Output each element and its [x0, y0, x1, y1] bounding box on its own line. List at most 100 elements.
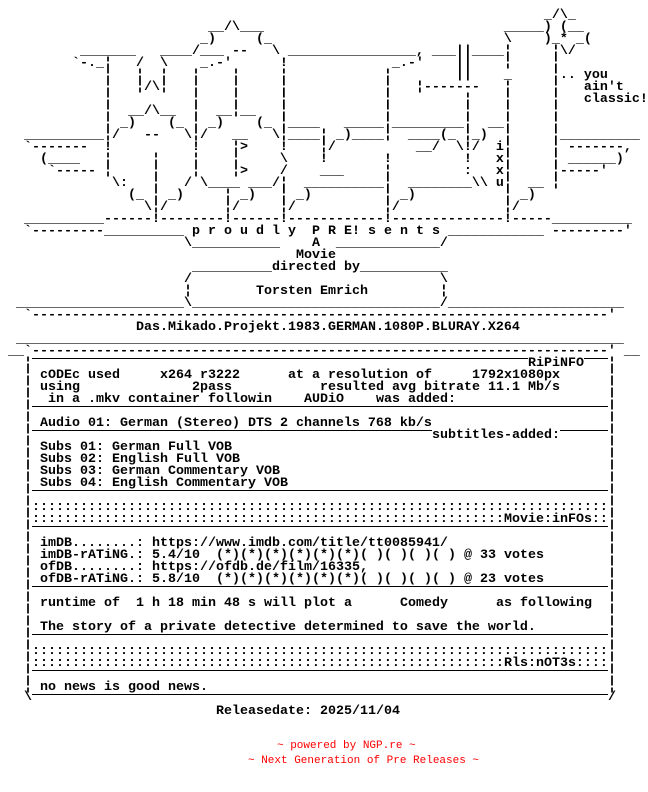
logo-art-line: _______ ____/___ -- \ ________________, …	[0, 44, 648, 59]
logo-art-line: _/\_	[0, 9, 648, 22]
imdb-row: imDB........: https://www.imdb.com/title…	[0, 536, 648, 551]
subtitle-label: Subs	[40, 476, 72, 491]
genre: Comedy	[400, 596, 448, 611]
ofdb-votes: @ 23 votes	[464, 572, 544, 587]
info-top-art: ________________________________________…	[0, 332, 624, 347]
bitrate-label: resulted avg bitrate	[320, 380, 480, 395]
corner-right: /	[608, 690, 616, 705]
divider	[32, 634, 608, 635]
added-text: was added:	[376, 392, 456, 407]
corner-left: \	[24, 690, 32, 705]
logo-art-line: `----- ¦ ¦ ¦ ¦> / ___ ¦ : x¦ ¦-----'	[0, 164, 648, 179]
a-frame-art: \___________ _____________/	[0, 236, 448, 251]
separator	[0, 670, 648, 682]
divider	[32, 670, 608, 671]
logo-art-text: (____ ¦ ¦ ¦ ¦ \ ! ! ! x¦ ¦ ______)	[0, 152, 624, 167]
audio-row: Audio 01: German (Stereo) DTS 2 channels…	[0, 416, 648, 431]
logo-art-text: ¦ ¦ ¦ ¦ ¦ ¦ ¦ || _ ¦.. you	[0, 68, 608, 83]
release-date-label: Releasedate:	[216, 704, 312, 719]
release-name: Das.Mikado.Projekt.1983.GERMAN.1080P.BLU…	[136, 320, 520, 335]
resolution-label: at a resolution of	[288, 368, 432, 383]
logo-art-line: __________------!--------!------!-------…	[0, 212, 648, 227]
logo-art-line: (_ ¦ _) ¦ _) ¦ _) ¦ _) ¦ _)	[0, 188, 648, 203]
directed-by-text: directed by	[272, 260, 360, 275]
info-cap-art: __`-------------------------------------…	[0, 344, 640, 359]
logo-art-text: __________------!--------!------!-------…	[0, 212, 632, 227]
ofdb-link[interactable]: https://ofdb.de/film/16335,	[152, 560, 368, 575]
notes-title: Rls:nOT3s	[504, 656, 576, 671]
logo-art-line: ¦ _) (_ ¦ _) (_ ¦____ _____¦_________¦ _…	[0, 116, 648, 131]
presents-row: `---------__________ ____________ ------…	[0, 224, 648, 239]
ofdb-label: ofDB........:	[40, 560, 144, 575]
directed-row: __________ ___________ directed by	[0, 260, 648, 275]
codec-label: cODEc used	[40, 368, 120, 383]
director-box-bottom: _____________________\__________________…	[0, 296, 648, 311]
divider	[32, 406, 608, 407]
imdb-link[interactable]: https://www.imdb.com/title/tt0085941/	[152, 536, 448, 551]
plot-text: The story of a private detective determi…	[40, 620, 536, 635]
movie-info-header: Movie:inFOs	[0, 513, 648, 526]
subtitle-item: Subs 02: English Full VOB	[0, 452, 648, 467]
logo-art-text: `----- ¦ ¦ ¦ ¦> / ___ ¦ : x¦ ¦-----'	[0, 164, 608, 179]
audio-word: AUDiO	[304, 392, 344, 407]
subtitle-label: Subs	[40, 464, 72, 479]
container-text: in a .mkv container followin	[48, 392, 272, 407]
logo-art-text: \¦/ ¦/ ¦/ ¦/ ¦/	[0, 200, 520, 215]
ofdb-rating-row: ofDB-rATiNG.: 5.8/10 (*)(*)(*)(*)(*)(*)(…	[0, 572, 648, 587]
colon-row	[0, 502, 648, 514]
bitrate-row: using 2pass resulted avg bitrate 11.1 Mb…	[0, 380, 648, 395]
logo-art-line: \¦/ ¦/ ¦/ ¦/ ¦/	[0, 200, 648, 215]
divider	[32, 694, 608, 695]
header-close-art: `---------------------------------------…	[0, 308, 616, 323]
logo-art-text: ¦ _) (_ ¦ _) (_ ¦____ _____¦_________¦ _…	[0, 116, 560, 131]
director-box-bottom-art: _____________________\__________________…	[0, 296, 624, 311]
subtitles-title: subtitles-added:	[432, 428, 560, 443]
ofdb-row: ofDB........: https://ofdb.de/film/16335…	[0, 560, 648, 575]
logo-art-line: __________¦/ -- \¦/ __ \¦____¦ _)____¦ _…	[0, 129, 648, 142]
group-logo-ascii-art: _/\_ __/\___ _____) (__ _) (_ \ )_* _( _…	[0, 9, 648, 227]
pass-value: 2pass	[192, 380, 232, 395]
separator	[0, 586, 648, 598]
notes-header: Rls:nOT3s	[0, 656, 648, 671]
imdb-rating-label: imDB-rATiNG.:	[40, 548, 144, 563]
subtitle-value: 01: German Full VOB	[80, 440, 232, 455]
logo-art-text: _) (_ \ )_* _(	[0, 32, 592, 47]
codec-value: x264 r3222	[160, 368, 240, 383]
a-row: \___________ _____________/ A	[0, 236, 648, 251]
divider	[32, 586, 608, 587]
release-date-row: Releasedate: 2025/11/04	[0, 704, 648, 719]
logo-art-text: __/\___ _____) (__	[0, 20, 584, 35]
subtitle-value: 04: English Commentary VOB	[80, 476, 288, 491]
ripinfo-title: RiPiNFO	[528, 356, 584, 371]
release-name-row: Das.Mikado.Projekt.1983.GERMAN.1080P.BLU…	[0, 320, 648, 335]
presents-frame-art: `---------__________ ____________ ------…	[0, 224, 632, 239]
logo-art-line: ¦ ¦ ¦ ¦ ¦ ¦ ¦ ¦ classic!	[0, 93, 648, 106]
logo-art-text: (_ ¦ _) ¦ _) ¦ _) ¦ _) ¦ _)	[0, 188, 536, 203]
subtitle-label: Subs	[40, 452, 72, 467]
audio-track: Audio 01: German (Stereo) DTS 2 channels…	[40, 416, 432, 431]
runtime-row: runtime of 1 h 18 min 48 s will plot a C…	[0, 596, 648, 611]
container-row: in a .mkv container followin AUDiO was a…	[0, 392, 648, 407]
plot-suffix: as following	[496, 596, 592, 611]
blank-row	[0, 610, 648, 622]
logo-art-text: \: ¦ / \____ ___/¦ __________¦ ________\…	[0, 176, 560, 191]
logo-art-line: \: ¦ / \____ ___/¦ __________¦ ________\…	[0, 176, 648, 191]
logo-art-text: _______ ____/___ -- \ ________________, …	[0, 44, 576, 59]
imdb-label: imDB........:	[40, 536, 144, 551]
subtitle-item: Subs 03: German Commentary VOB	[0, 464, 648, 479]
subtitle-item: Subs 04: English Commentary VOB	[0, 476, 648, 491]
imdb-rating-stars: (*)(*)(*)(*)(*)(*)( )( )( )( )	[216, 548, 456, 563]
logo-art-line: __/\___ _____) (__	[0, 20, 648, 35]
director-name: Torsten Emrich	[256, 284, 368, 299]
separator	[0, 526, 648, 538]
logo-art-text: `------- ! ! ¦> ! ¦/ __/ \!/ i¦ ¦ ------…	[0, 140, 632, 155]
movie-text: Movie	[296, 248, 336, 263]
ripinfo-header: RiPiNFO	[0, 356, 648, 371]
divider	[32, 526, 608, 527]
footer-tagline: ~ Next Generation of Pre Releases ~	[248, 755, 480, 767]
separator	[0, 490, 648, 502]
logo-art-line: (____ ¦ ¦ ¦ ¦ \ ! ! ! x¦ ¦ ______)	[0, 152, 648, 167]
divider	[584, 358, 608, 359]
divider	[32, 430, 608, 431]
using-label: using	[40, 380, 80, 395]
